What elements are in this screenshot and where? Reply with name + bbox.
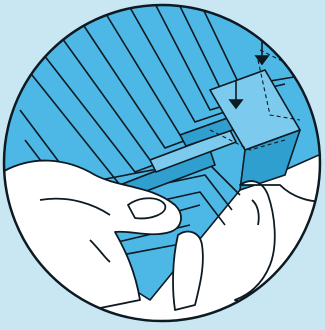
illustration-frame bbox=[0, 0, 325, 330]
folding-illustration bbox=[0, 0, 325, 330]
